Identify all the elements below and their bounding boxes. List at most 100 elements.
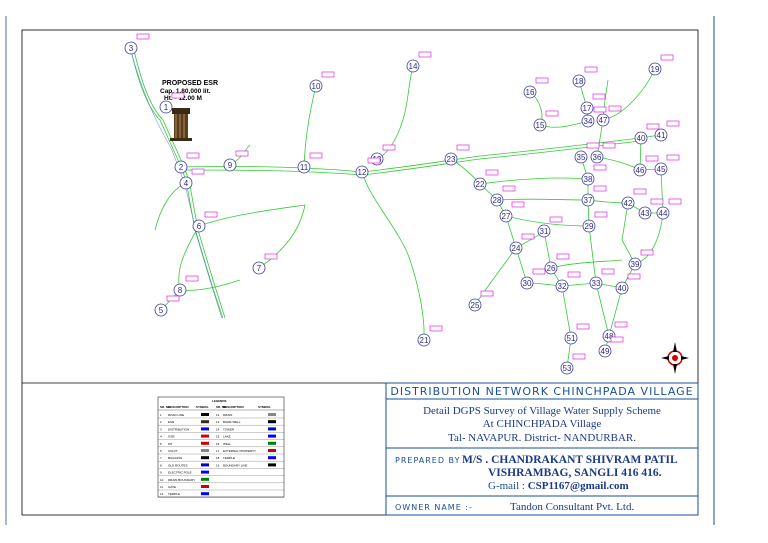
node-tag [593, 164, 607, 171]
legend-header: SYMBOL [196, 405, 209, 409]
node-circle [615, 281, 629, 295]
legend-cell: 7 [160, 456, 162, 460]
legend-cell: LAKE [223, 435, 231, 439]
legend-cell: TEMPLE [223, 456, 235, 460]
legend-header: DESCRIPTION [223, 405, 244, 409]
network-node: 32 [555, 271, 581, 293]
legend-cell: GSR [168, 435, 175, 439]
node-label: 17 [583, 104, 592, 113]
node-tag [650, 198, 664, 205]
network-node: 46 [633, 155, 659, 177]
node-circle [473, 177, 487, 191]
node-circle [590, 150, 604, 164]
node-circle [509, 241, 523, 255]
legend-cell: 9 [160, 471, 162, 475]
legend-header: SYMBOL [258, 405, 271, 409]
network-node: 24 [509, 233, 535, 255]
legend-cell: 13 [216, 420, 220, 424]
legend-cell: 11 [160, 485, 163, 489]
network-node: 10 [309, 71, 335, 93]
legend-symbol [268, 413, 276, 416]
node-tag [645, 155, 659, 162]
node-label: 41 [657, 131, 666, 140]
node-label: 11 [300, 163, 309, 172]
legend-symbol [268, 449, 276, 452]
network-node: 2 [174, 152, 200, 174]
node-label: 18 [575, 77, 584, 86]
node-label: 43 [641, 209, 650, 218]
email-line: G-mail : CSP1167@gmail.com [488, 480, 629, 492]
legend-cell: 17 [216, 449, 220, 453]
node-circle [648, 62, 662, 76]
node-tag [584, 66, 598, 73]
node-tag [535, 77, 549, 84]
legend-cell: DRAIN BOUNDARY [168, 478, 195, 482]
network-node: 3 [124, 33, 150, 55]
node-tag [640, 249, 654, 256]
network-node: 30 [520, 268, 546, 290]
legend-cell: 18 [216, 456, 220, 460]
node-tag [480, 290, 494, 297]
node-tag [549, 216, 563, 223]
node-circle [520, 276, 534, 290]
node-label: 28 [493, 196, 502, 205]
network-node: 23 [444, 144, 470, 166]
node-circle [223, 158, 237, 172]
owner-name: Tandon Consultant Pvt. Ltd. [510, 501, 634, 513]
network-node: 37 [581, 185, 607, 207]
network-node: 14 [406, 51, 432, 73]
network-node: 38 [581, 164, 607, 186]
node-circle [192, 219, 206, 233]
node-tag [592, 93, 606, 100]
node-label: 9 [228, 161, 233, 170]
node-circle [654, 128, 668, 142]
network-node: 6 [192, 211, 218, 233]
node-label: 46 [636, 166, 645, 175]
network-node: 12 [355, 157, 381, 179]
legend-cell: DRAIN [223, 413, 232, 417]
detail-line-1: Detail DGPS Survey of Village Water Supp… [423, 405, 661, 417]
node-circle [537, 224, 551, 238]
node-tag [367, 157, 381, 164]
node-label: 19 [651, 65, 660, 74]
node-tag [309, 152, 323, 159]
node-tag [502, 185, 516, 192]
node-label: 8 [178, 286, 183, 295]
node-tag [660, 54, 674, 61]
network-node: 31 [537, 216, 563, 238]
node-label: 44 [659, 209, 668, 218]
node-label: 16 [526, 88, 535, 97]
node-tag [593, 106, 607, 113]
network-node: 35 [574, 142, 600, 164]
network-node: 39 [628, 249, 654, 271]
legend-cell: CULVT [168, 449, 178, 453]
node-circle [596, 113, 610, 127]
node-label: 12 [358, 168, 367, 177]
legend-symbol [201, 485, 209, 488]
node-circle [252, 261, 266, 275]
network-node: 40 [615, 273, 641, 295]
node-label: 22 [476, 180, 485, 189]
node-label: 45 [657, 165, 666, 174]
node-tag [602, 142, 616, 149]
node-label: 3 [129, 44, 134, 53]
legend-symbol [268, 463, 276, 467]
distribution-network [130, 49, 664, 369]
legend-cell: WELL [223, 442, 232, 446]
node-tag [136, 33, 150, 40]
legend-symbol [268, 427, 276, 431]
node-circle [574, 150, 588, 164]
legend-cell: TEMPLE [168, 492, 180, 496]
legend-symbol [201, 441, 209, 445]
legend-cell: 15 [216, 435, 220, 439]
network-node: 47 [596, 105, 622, 127]
legend-symbol [268, 420, 276, 424]
node-label: 49 [601, 347, 610, 356]
node-tag [646, 123, 660, 130]
node-tag [586, 142, 600, 149]
legend-header: SR. NO. [160, 405, 171, 409]
node-circle [598, 344, 612, 358]
legend-cell: ELECTRIC POLE [168, 471, 192, 475]
node-circle [589, 276, 603, 290]
